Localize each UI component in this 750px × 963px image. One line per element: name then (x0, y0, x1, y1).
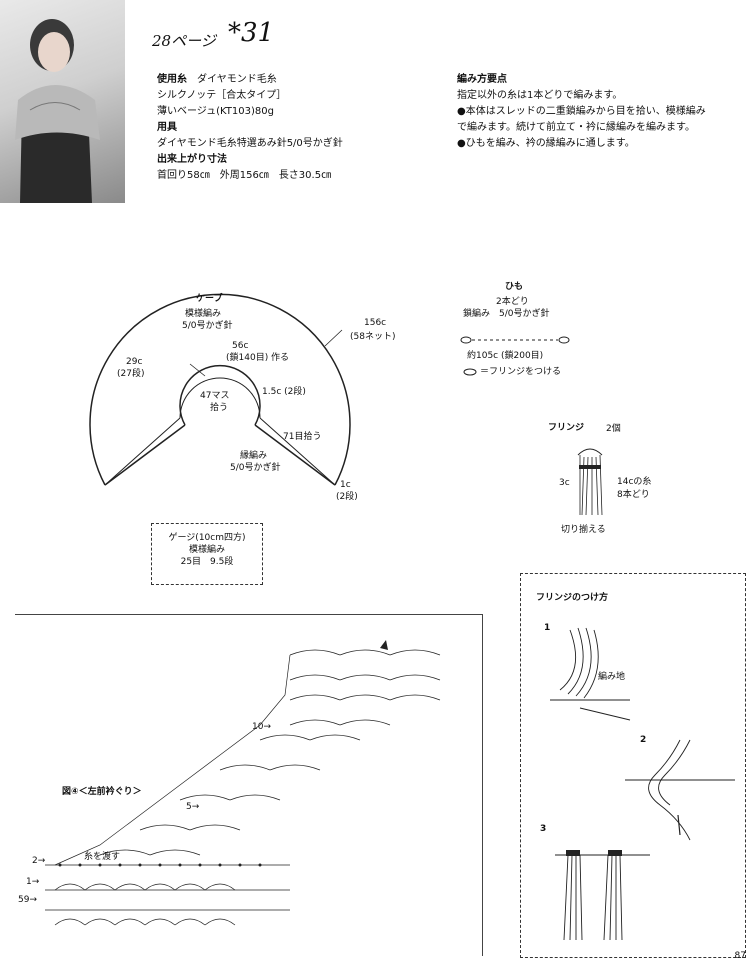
step-1: 1 (544, 623, 551, 633)
yarn-line: 使用糸 ダイヤモンド毛糸 (157, 72, 447, 88)
band-width: 1.5c (2段) (262, 387, 306, 397)
row-1-marker: 1→ (26, 877, 40, 887)
row-10-marker: 10→ (252, 722, 271, 732)
fringe-attach-title: フリンジのつけ方 (536, 593, 609, 603)
row-2-marker: 2→ (32, 856, 46, 866)
instructions-block: 編み方要点 指定以外の糸は1本どりで編みます。 ●本体はスレッドの二重鎖編みから… (457, 72, 742, 152)
fringe-width: 3c (559, 478, 570, 488)
size-label: 出来上がり寸法 (157, 154, 227, 165)
chart-right-rule (482, 614, 483, 956)
neck-arrow (189, 363, 206, 377)
cape-neck-outer (179, 364, 261, 426)
gauge-pattern: 模様編み (188, 545, 225, 555)
instructions-title: 編み方要点 (457, 74, 507, 85)
cape-front-edges (104, 424, 336, 486)
pass-yarn-label: 糸を渡す (84, 852, 121, 862)
fringe-trim: 切り揃える (561, 525, 606, 535)
cape-band-lines (104, 417, 336, 486)
fringe-yarn: 14cの糸 (617, 477, 652, 487)
tip-length: 1c (340, 480, 351, 490)
neck-length: 56c (232, 341, 249, 351)
pickup-count: 71目拾う (283, 432, 322, 442)
step-3: 3 (540, 824, 547, 834)
tools-label: 用具 (157, 122, 177, 133)
tip-rows: (2段) (336, 492, 358, 502)
cord-title: ひも (505, 282, 524, 292)
cape-neck-inner (179, 377, 261, 419)
materials-block: 使用糸 ダイヤモンド毛糸 シルクノッテ［合太タイプ］ 薄いベージュ(KT103)… (157, 72, 447, 184)
cord-note: ＝フリンジをつける (480, 367, 562, 377)
yarn-name: シルクノッテ［合太タイプ］ (157, 90, 287, 101)
gauge-title: ゲージ(10cm四方) (168, 533, 246, 543)
outer-nets: (58ネット) (350, 332, 396, 342)
cape-hook: 5/0号かぎ針 (182, 321, 233, 331)
edging-hook: 5/0号かぎ針 (230, 463, 281, 473)
yarn-brand: ダイヤモンド毛糸 (197, 74, 277, 85)
size-text: 首回り58㎝ 外周156㎝ 長さ30.5㎝ (157, 170, 332, 181)
gauge-values: 25目 9.5段 (180, 557, 234, 567)
row-5-marker: 5→ (186, 802, 200, 812)
neck-chain: (鎖140目) 作る (226, 353, 290, 363)
side-length: 29c (126, 357, 143, 367)
instruction-line: ●ひもを編み、衿の縁編みに通します。 (457, 138, 635, 149)
fringe-title: フリンジ (548, 423, 585, 433)
outer-length: 156c (364, 318, 387, 328)
edging-label: 縁編み (240, 451, 268, 461)
cape-pattern: 模様編み (185, 309, 222, 319)
inner-pickup-2: 拾う (210, 403, 229, 413)
cape-diagram (89, 293, 351, 486)
instruction-line: で編みます。続けて前立て・衿に縁編みを編みます。 (457, 122, 695, 133)
cord-stitch: 鎖編み 5/0号かぎ針 (463, 309, 550, 319)
cape-outer-edge (89, 293, 351, 486)
instruction-line: 指定以外の糸は1本どりで編みます。 (457, 90, 623, 101)
yarn-label: 使用糸 (157, 74, 187, 85)
cord-diagram (460, 336, 570, 344)
step-2: 2 (640, 735, 647, 745)
fringe-steps-illustration (550, 627, 735, 941)
fringe-strands: 8本どり (617, 490, 650, 500)
instruction-line: ●本体はスレッドの二重鎖編みから目を拾い、模様編み (457, 106, 706, 117)
chart-top-rule (15, 614, 483, 615)
fringe-count: 2個 (606, 424, 621, 434)
yarn-color: 薄いベージュ(KT103)80g (157, 106, 274, 117)
outer-arrow (324, 329, 343, 347)
row-59-marker: 59→ (18, 895, 37, 905)
cape-title: ケープ (196, 294, 223, 304)
page-reference: 28ページ (152, 32, 216, 50)
side-rows: (27段) (117, 369, 145, 379)
fringe-illustration (577, 448, 603, 516)
model-photo (0, 0, 125, 203)
fringe-marker-icon (463, 368, 477, 376)
stitch-chart (45, 640, 441, 926)
page-number: 87 (734, 951, 746, 961)
gauge-box: ゲージ(10cm四方) 模様編み 25目 9.5段 (151, 523, 263, 585)
tools-text: ダイヤモンド毛糸特選あみ針5/0号かぎ針 (157, 138, 343, 149)
inner-pickup-1: 47マス (200, 391, 230, 401)
fringe-attach-box (520, 573, 746, 958)
chart-title: 図④＜左前衿ぐり＞ (62, 787, 142, 797)
fabric-label: 編み地 (598, 672, 626, 682)
cord-strands: 2本どり (496, 297, 529, 307)
cord-length: 約105c (鎖200目) (467, 351, 544, 361)
item-number: *31 (228, 18, 275, 48)
